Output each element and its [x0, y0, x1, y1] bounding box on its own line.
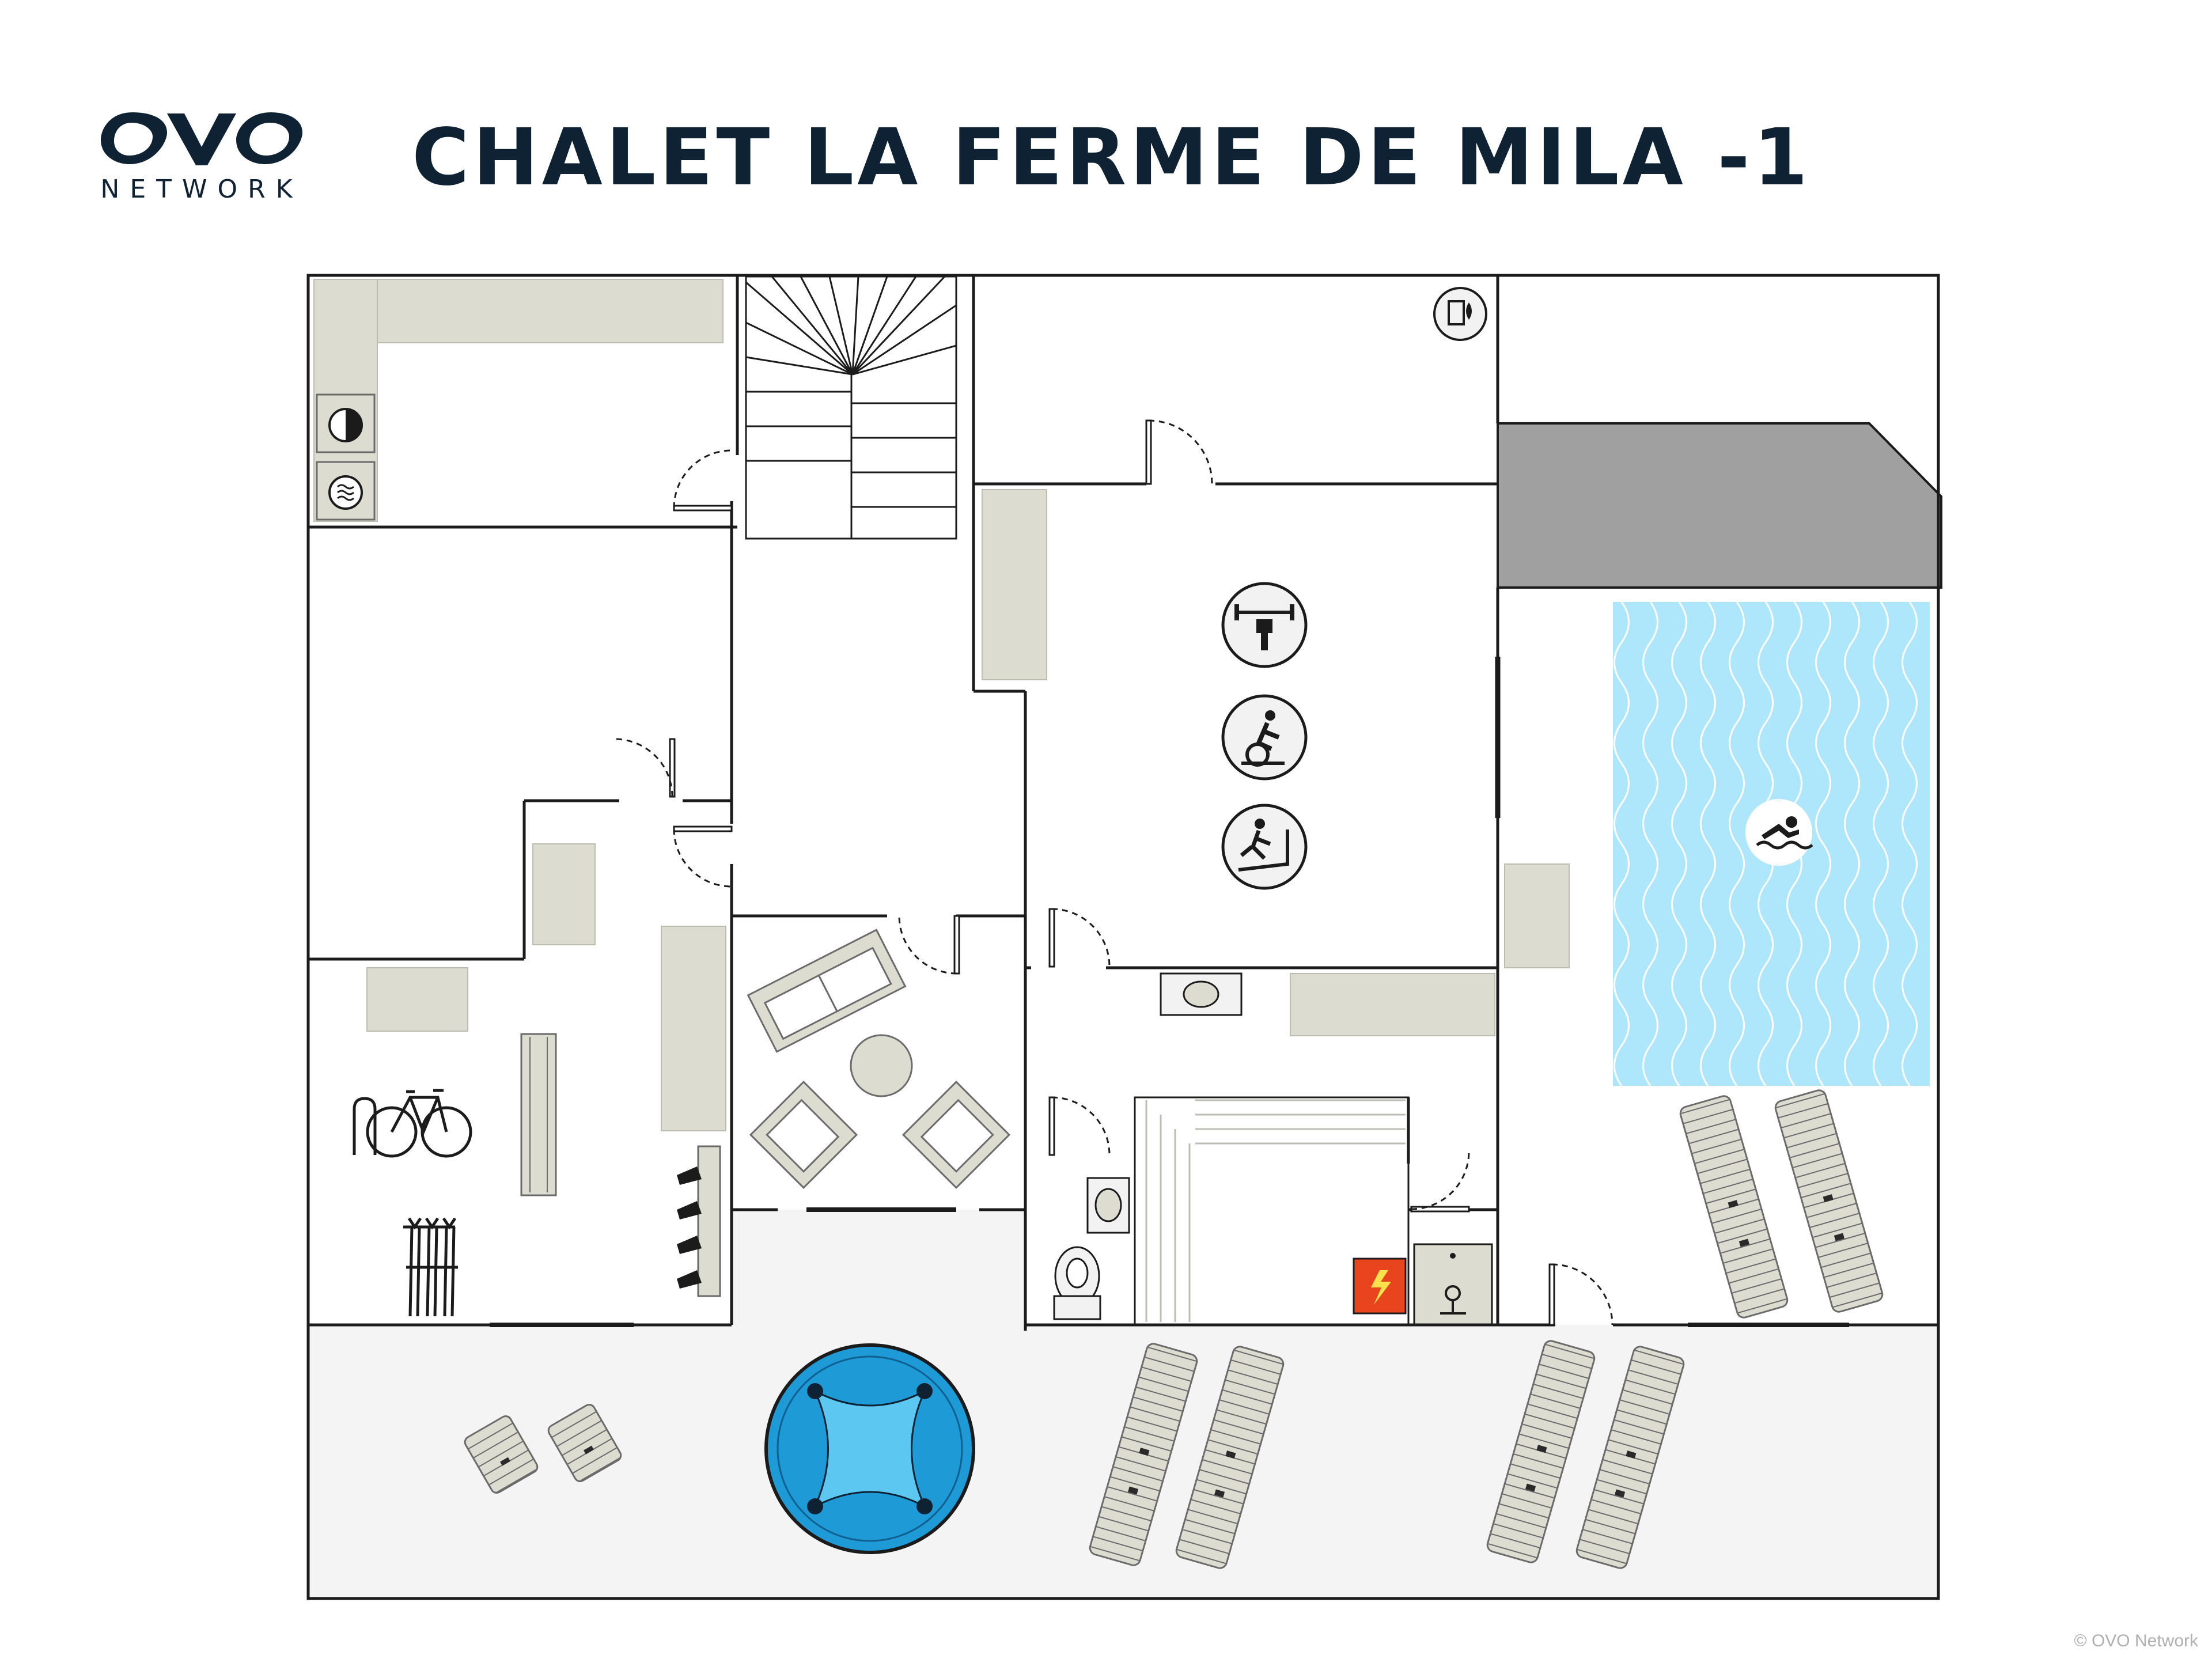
roof [1497, 422, 1942, 589]
sofa-icon [747, 929, 907, 1053]
boiler-icon [1433, 287, 1487, 341]
coffee-table-icon [850, 1034, 913, 1097]
doors [490, 419, 1849, 1327]
logo-subtitle: NETWORK [100, 175, 303, 204]
sun-lounger-icon [1772, 1088, 1885, 1315]
ovo-logo-mark [101, 112, 302, 165]
counters [313, 279, 1570, 1196]
swimmer-icon [1745, 799, 1813, 866]
ovo-network-logo: NETWORK [98, 107, 305, 216]
water-heater-icon [1413, 1243, 1493, 1326]
page-title: CHALET LA FERME DE MILA -1 [412, 112, 1812, 203]
exercise-bike-icon [1223, 696, 1306, 779]
terrace-inner [732, 1210, 1025, 1325]
armchair-icon [749, 1080, 858, 1190]
washing-machine-icon [316, 393, 376, 453]
walls [306, 274, 1940, 1600]
bench-icon [520, 1033, 557, 1196]
bicycle-icon [353, 1089, 472, 1158]
electrical-panel-icon [1353, 1257, 1407, 1315]
toilet-icon [1053, 1246, 1101, 1320]
armchair-icon [902, 1080, 1011, 1190]
copyright: © OVO Network [2074, 1631, 2198, 1650]
ski-rack-icon [403, 1217, 458, 1317]
treadmill-icon [1223, 805, 1306, 888]
ski-boots-rack-icon [677, 1145, 721, 1297]
weight-bench-icon [1223, 584, 1306, 666]
staircase-icon [745, 275, 957, 540]
sink-icon [1160, 972, 1243, 1016]
sink-icon [1086, 1177, 1130, 1234]
dryer-icon [316, 461, 376, 521]
hot-tub-icon [764, 1343, 975, 1554]
sun-lounger-icon [1677, 1093, 1790, 1320]
